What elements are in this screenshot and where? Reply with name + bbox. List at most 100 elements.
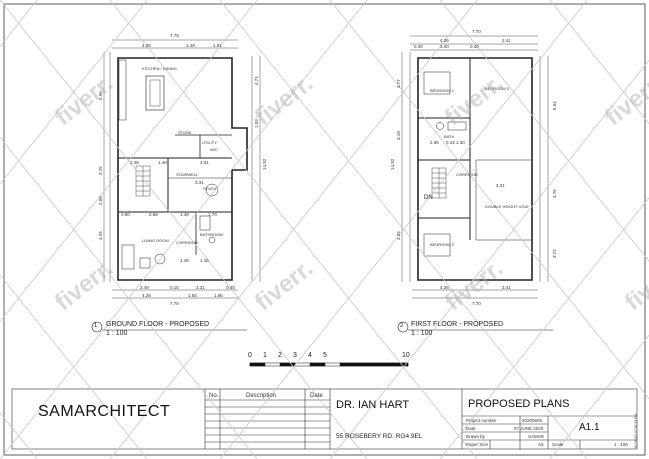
room-label: BATHROOM — [200, 232, 223, 237]
date-label: Date — [466, 426, 476, 431]
ground-stairs — [135, 165, 151, 197]
paper-size-value: A3 — [538, 442, 544, 447]
room-label: DOUBLE HEIGHT VOID — [485, 204, 529, 209]
bed — [423, 233, 451, 257]
first-dimension: 4.26 — [440, 38, 449, 43]
scale-bar — [249, 362, 409, 367]
first-dimension: 4.26 — [440, 285, 449, 290]
ground-dimension: 0.40 — [226, 285, 235, 290]
scale-tick: 5 — [323, 352, 327, 359]
first-dimension: 0.15 — [446, 140, 455, 145]
ground-dimension: 1.40 — [180, 212, 189, 217]
project-number-label: Project number — [466, 418, 497, 423]
drawing-title-1: GROUND FLOOR - PROPOSED — [106, 321, 210, 328]
rev-header-description: Description — [246, 393, 277, 399]
void-outline — [475, 159, 533, 241]
dining-table — [149, 79, 161, 107]
firm-name: SAMARCHITECT — [38, 403, 171, 420]
ground-dimension: 4.28 — [142, 43, 151, 48]
print-timestamp: 6/7/2020 10:36:33 PM — [634, 413, 638, 448]
date-value: 07 JUNE 2020 — [514, 426, 544, 431]
stair-direction-label: DN — [424, 195, 433, 201]
first-dimension: 3.10 — [396, 131, 401, 140]
paper-size-label: Paper Size — [466, 442, 489, 447]
first-dimension: 2.36 — [430, 140, 439, 145]
scale-tick: 1 — [263, 352, 267, 359]
ground-dimension: 3.49 — [140, 285, 149, 290]
coffee-table — [154, 253, 166, 265]
ground-dimension: 14.92 — [262, 158, 267, 170]
first-stairs — [431, 167, 447, 199]
first-dimension: 0.40 — [414, 44, 423, 49]
drawing-number-2: 2 — [400, 323, 404, 329]
ground-dimension: 0.15 — [170, 285, 179, 290]
wc-fixture — [436, 122, 444, 130]
ground-dimension: 1.70 — [208, 212, 217, 217]
drawn-by-label: Drawn by — [466, 434, 486, 439]
kitchen-island — [145, 75, 165, 111]
first-dimension: 1.30 — [456, 140, 465, 145]
drawing-marker-1 — [91, 321, 103, 333]
ground-dimension: 1.40 — [186, 43, 195, 48]
ground-dimension: 1.16 — [200, 258, 209, 263]
armchair — [139, 257, 151, 269]
first-dimension: 3.31 — [496, 183, 505, 188]
first-dimension: 3.41 — [502, 38, 511, 43]
first-dimension: 3.41 — [502, 285, 511, 290]
drawing-scale-2: 1 : 100 — [411, 330, 433, 337]
scale-tick: 2 — [278, 352, 282, 359]
scale-tick: 4 — [308, 352, 312, 359]
scale-tick: 10 — [402, 352, 410, 359]
drawing-number-1: 1 — [94, 323, 98, 329]
first-dimension: 6.64 — [552, 101, 557, 110]
room-label: BATH — [444, 134, 455, 139]
room-label: STUDY — [203, 186, 217, 191]
kitchen-counter — [118, 59, 127, 121]
room-label: LIVING ROOM — [142, 238, 169, 243]
ground-dimension: 4.28 — [142, 293, 151, 298]
ground-floor-plan — [103, 39, 261, 299]
ground-dimension: 2.28 — [130, 160, 139, 165]
ground-dimension: 0.90 — [121, 212, 130, 217]
ground-dimension: 1.91 — [213, 43, 222, 48]
first-dimension-lines — [401, 35, 549, 299]
scale-tick: 3 — [293, 352, 297, 359]
room-label: CORRIDOR — [456, 172, 478, 177]
sheet-number: A1.1 — [579, 422, 600, 433]
rev-header-no: No. — [209, 393, 219, 399]
ground-dimension: 3.31 — [196, 285, 205, 290]
first-dimension: 4.76 — [552, 189, 557, 198]
client-name: DR. IAN HART — [336, 399, 410, 411]
bath-tub — [447, 121, 467, 131]
first-dimension: 3.40 — [440, 44, 449, 49]
drawing-title-2: FIRST FLOOR - PROPOSED — [411, 321, 504, 328]
sheet-border — [3, 3, 646, 456]
bath-fixture — [199, 215, 211, 231]
ground-dimension: 2.58 — [149, 212, 158, 217]
first-dimension: 7.70 — [472, 29, 481, 34]
ground-dimension: 1.40 — [158, 160, 167, 165]
scale-tick: 0 — [248, 352, 252, 359]
sheet-title: PROPOSED PLANS — [468, 398, 570, 410]
drawing-marker-2 — [397, 321, 409, 333]
first-dimension: 7.70 — [472, 301, 481, 306]
ground-dimension: 7.70 — [170, 301, 179, 306]
scale-value: 1 : 100 — [614, 442, 628, 447]
first-dimension: 3.77 — [396, 79, 401, 88]
room-label: KITCHEN / DINING — [142, 66, 177, 71]
ground-dimension: 3.75 — [98, 166, 103, 175]
room-label: BEDROOM 1 — [430, 88, 455, 93]
bed — [423, 71, 451, 95]
ground-dimension: 1.86 — [214, 293, 223, 298]
ground-dimension: 1.55 — [188, 293, 197, 298]
study-table — [205, 183, 219, 197]
first-dimension: 14.92 — [390, 158, 395, 170]
scale-label: Scale — [552, 442, 564, 447]
drawn-by-value: SAMAR — [528, 434, 545, 439]
ground-dimension: 1.45 — [180, 258, 189, 263]
room-label: UTILITY — [202, 140, 217, 145]
sofa — [121, 244, 135, 270]
first-dimension: 0.40 — [470, 44, 479, 49]
